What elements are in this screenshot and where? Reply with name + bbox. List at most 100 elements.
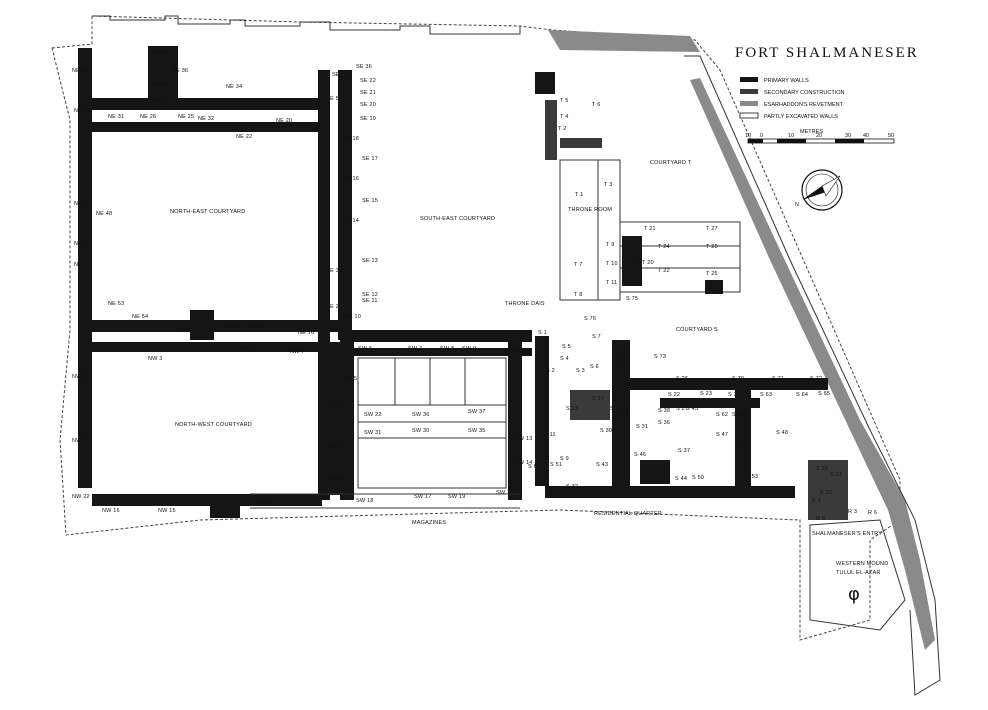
label-western-mound: WESTERN MOUND — [836, 561, 888, 567]
legend-swatch-partly — [739, 112, 759, 119]
room-label: S 3 — [576, 368, 585, 374]
legend: PRIMARY WALLS SECONDARY CONSTRUCTION ESA… — [739, 77, 845, 120]
legend-label-partly: PARTLY EXCAVATED WALLS — [764, 114, 838, 120]
t-room-dark-a — [622, 236, 642, 286]
room-label: S 44 — [675, 476, 687, 482]
sw-west-wall — [340, 340, 354, 500]
room-label: SW 17 — [414, 494, 432, 500]
room-label: S 57 — [830, 472, 842, 478]
ne-upper-rooms — [148, 46, 178, 102]
nw-south-block — [210, 500, 240, 518]
room-label: SW 7 — [408, 346, 422, 352]
room-label: T 7 — [574, 262, 582, 268]
room-label: NE 33 — [218, 100, 234, 106]
room-label: R 6 — [868, 510, 877, 516]
room-label: R 8 — [816, 516, 825, 522]
room-label: SE 8 — [490, 330, 503, 336]
room-label: SE 3 — [364, 330, 377, 336]
room-label: T 11 — [606, 280, 617, 286]
s-block-range — [628, 378, 828, 390]
label-nw-courtyard: NORTH-WEST COURTYARD — [175, 422, 252, 428]
room-label: NE 56 — [226, 324, 242, 330]
room-label: S 8 — [528, 464, 537, 470]
room-label: NE 54 — [132, 314, 148, 320]
room-label: S 48 — [776, 430, 788, 436]
room-label: SE 21 — [360, 90, 376, 96]
room-label: T 10 — [606, 261, 618, 267]
room-label: SE 12 — [362, 292, 378, 298]
room-label: NE 20 — [276, 118, 292, 124]
s-block-west — [535, 336, 549, 486]
room-label: NE 39 — [154, 98, 170, 104]
room-label: NE 29 — [74, 108, 90, 114]
room-label: SE 36 — [356, 64, 372, 70]
north-crenellation — [92, 15, 521, 35]
room-label: SE 17 — [362, 156, 378, 162]
room-label: S 6 — [590, 364, 599, 370]
label-magazines: MAGAZINES — [412, 520, 446, 526]
t-block-north — [535, 72, 555, 94]
room-label: NW 22 — [72, 494, 90, 500]
room-label: T 22 — [658, 268, 670, 274]
room-label: SW 1 — [330, 476, 344, 482]
room-label: SW 19 — [448, 494, 466, 500]
room-label: S 7 — [592, 334, 601, 340]
room-label: S 72 — [810, 376, 822, 382]
room-label: SW 14 — [515, 460, 533, 466]
room-label: NE 3 — [326, 268, 339, 274]
room-label: SW 15 — [496, 490, 514, 496]
label-residential: RESIDENTIAL QUARTER — [594, 511, 662, 517]
ne-spine-2 — [338, 70, 352, 340]
room-label: NE 26 — [140, 114, 156, 120]
s-block-grey — [570, 390, 610, 420]
room-label: NE 40 — [152, 50, 168, 56]
scale-unit: METRES — [800, 129, 823, 135]
room-label: NE 32 — [198, 116, 214, 122]
room-label: SE 14 — [343, 218, 359, 224]
room-label: S 30 — [600, 428, 612, 434]
room-label: S 75 — [626, 296, 638, 302]
legend-label-primary: PRIMARY WALLS — [764, 78, 809, 84]
room-label: S 76 — [584, 316, 596, 322]
room-label: R 3 — [848, 509, 857, 515]
room-label: T 6 — [592, 102, 600, 108]
revetment-north — [548, 30, 700, 52]
room-label: SW 31 — [364, 430, 382, 436]
legend-label-secondary: SECONDARY CONSTRUCTION — [764, 90, 845, 96]
room-label: T 8 — [574, 292, 582, 298]
room-label: T 3 — [604, 182, 612, 188]
room-label: S 47 — [716, 432, 728, 438]
r-block — [808, 460, 848, 520]
label-throne-room: THRONE ROOM — [568, 207, 612, 213]
room-label: SW 30 — [412, 428, 430, 434]
room-label: SW 37 — [468, 409, 486, 415]
room-label: T 2 — [558, 126, 566, 132]
room-label: NE 22 — [236, 134, 252, 140]
ne-north-range-2 — [92, 122, 322, 132]
sw-north-range — [352, 330, 532, 342]
scale-tick-6: 50 — [888, 133, 894, 139]
room-label: S 13 — [566, 406, 578, 412]
sw-north-range-2 — [352, 348, 532, 356]
legend-label-revetment: ESARHADDON'S REVETMENT — [764, 102, 844, 108]
label-tulul: TULUL EL-AZAR — [836, 570, 881, 576]
room-label: S 46 — [634, 452, 646, 458]
room-label: SW 6 — [358, 346, 372, 352]
room-label: SE 22 — [360, 78, 376, 84]
room-label: S 5 — [562, 344, 571, 350]
central-east-west-range — [92, 320, 352, 332]
room-label: S 63 — [760, 392, 772, 398]
room-label: SW 9 — [462, 346, 476, 352]
room-label: S 71 — [772, 376, 784, 382]
residential-south-wall — [545, 486, 795, 498]
room-label: SE 11 — [362, 298, 378, 304]
room-label: S 27 — [676, 406, 688, 412]
room-label: S 36 — [658, 420, 670, 426]
room-label: SW 36 — [412, 412, 430, 418]
room-label: T 26 — [706, 244, 718, 250]
central-range-2 — [92, 342, 352, 352]
nw-east-room-stack — [318, 345, 340, 495]
ne-west-wall — [78, 48, 92, 488]
label-entry: SHALMANESER'S ENTRY — [812, 531, 882, 537]
mound-symbol: φ — [848, 584, 860, 605]
